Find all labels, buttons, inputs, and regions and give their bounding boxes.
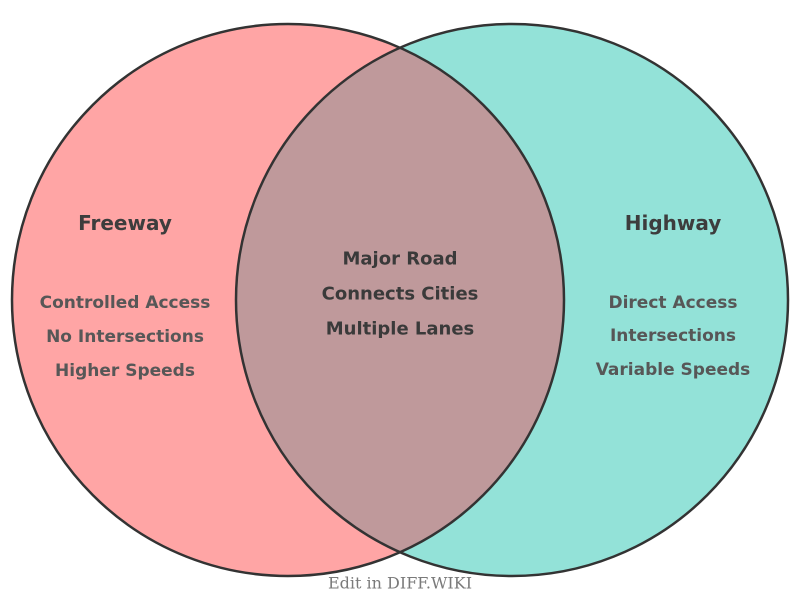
highway-item-variable-speeds: Variable Speeds bbox=[595, 360, 751, 380]
edit-in-diffwiki-link[interactable]: Edit in DIFF.WIKI bbox=[327, 573, 473, 593]
highway-title: Highway bbox=[624, 211, 722, 235]
highway-item-direct-access: Direct Access bbox=[608, 293, 738, 313]
overlap-item-connects-cities: Connects Cities bbox=[321, 283, 479, 305]
freeway-item-no-intersections: No Intersections bbox=[46, 327, 204, 347]
overlap-lens-fill bbox=[236, 24, 564, 576]
highway-item-intersections: Intersections bbox=[609, 326, 737, 346]
overlap-item-major-road: Major Road bbox=[342, 248, 458, 270]
freeway-title: Freeway bbox=[78, 211, 172, 235]
highway-circle-outline bbox=[234, 22, 790, 578]
overlap-item-multiple-lanes: Multiple Lanes bbox=[325, 318, 475, 340]
freeway-item-controlled-access: Controlled Access bbox=[39, 293, 211, 313]
freeway-item-higher-speeds: Higher Speeds bbox=[55, 361, 195, 381]
freeway-circle-outline bbox=[10, 22, 566, 578]
